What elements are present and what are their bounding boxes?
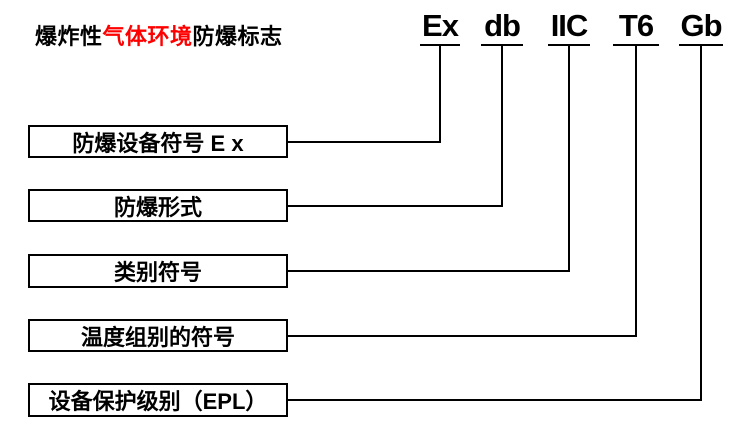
label-box-temperature-class: 温度组别的符号 <box>28 319 288 352</box>
page-title: 爆炸性气体环境防爆标志 <box>35 19 283 51</box>
label-box-category-symbol: 类别符号 <box>28 254 288 288</box>
connector-line-db <box>288 45 503 207</box>
marking-segment-t6: T6 <box>613 7 659 46</box>
connector-line-iic <box>288 45 570 272</box>
marking-segment-gb: Gb <box>679 7 723 46</box>
title-prefix: 爆炸性 <box>35 24 103 49</box>
label-box-equipment-symbol: 防爆设备符号 E x <box>28 125 288 158</box>
connector-line-gb <box>288 45 702 401</box>
label-box-protection-type: 防爆形式 <box>28 189 288 222</box>
connector-line-t6 <box>288 45 637 337</box>
marking-segment-iic: IIC <box>548 7 590 46</box>
title-highlight: 气体环境 <box>102 24 193 49</box>
label-box-epl: 设备保护级别（EPL） <box>28 383 288 417</box>
marking-segment-ex: Ex <box>420 7 460 46</box>
connector-line-ex <box>288 45 441 143</box>
title-suffix: 防爆标志 <box>192 24 283 49</box>
marking-segment-db: db <box>481 7 523 46</box>
